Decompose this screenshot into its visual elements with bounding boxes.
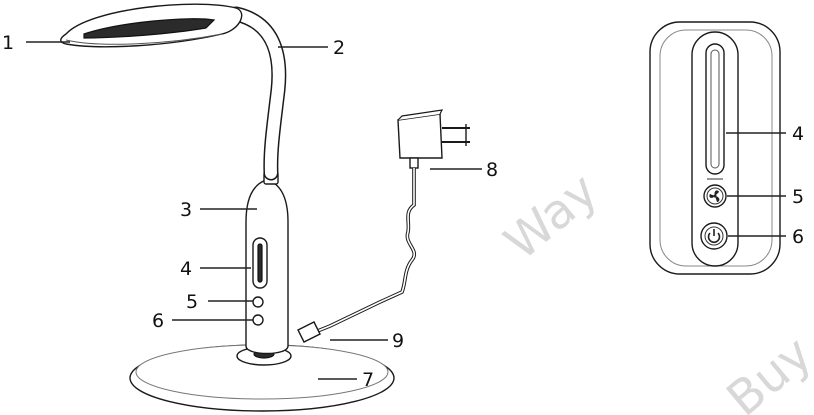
panel-label-5: 5	[792, 186, 804, 208]
power-adapter	[397, 109, 470, 169]
label-4: 4	[180, 258, 192, 280]
label-9: 9	[392, 330, 404, 352]
lamp-base	[129, 344, 395, 412]
power-icon	[707, 229, 721, 244]
control-panel-detail	[649, 21, 781, 275]
dc-plug	[297, 321, 321, 343]
lamp-fan-button[interactable]	[252, 296, 264, 308]
label-2: 2	[333, 37, 345, 59]
label-8: 8	[486, 159, 498, 181]
panel-label-6: 6	[792, 226, 804, 248]
label-5: 5	[186, 291, 198, 313]
panel-label-4: 4	[792, 123, 804, 145]
watermark-buy: Buy	[716, 326, 814, 415]
label-7: 7	[362, 369, 374, 391]
label-3: 3	[180, 199, 192, 221]
watermark-way: Way	[494, 162, 608, 271]
label-6: 6	[152, 310, 164, 332]
lamp-control-strip	[252, 237, 268, 326]
label-1: 1	[2, 32, 14, 54]
fan-button[interactable]	[703, 184, 727, 208]
panel-callouts: 4 5 6	[726, 123, 804, 248]
fan-icon	[709, 190, 720, 202]
lamp-power-button[interactable]	[252, 314, 264, 326]
power-cable	[309, 168, 416, 336]
power-button[interactable]	[700, 222, 728, 250]
lamp-callouts: 1 2 3 4 5 6 7 8 9	[2, 32, 498, 391]
lamp-head	[60, 3, 243, 48]
